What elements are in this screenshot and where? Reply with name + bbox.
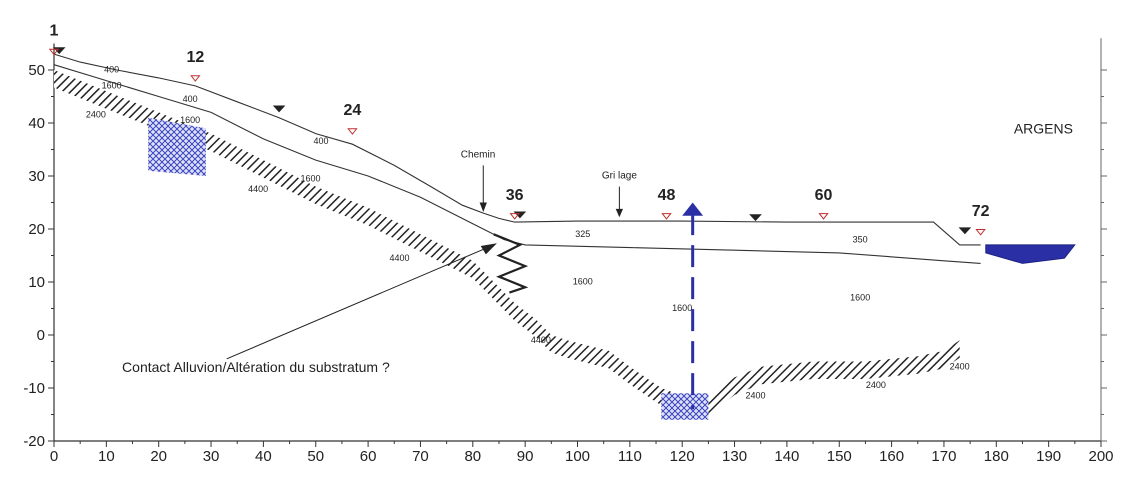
borehole-arrow-head (682, 202, 704, 216)
shot-point-label: 60 (815, 187, 833, 204)
x-tick-label: 100 (565, 448, 590, 465)
contact-zigzag (493, 233, 529, 294)
x-tick-label: 10 (98, 448, 115, 465)
velocity-label: 1600 (300, 173, 320, 183)
chemin-label: Chemin (461, 149, 495, 160)
x-tick-label: 180 (984, 448, 1009, 465)
x-tick-label: 90 (517, 448, 534, 465)
y-tick-label: 0 (37, 327, 45, 344)
grillage-label: Gri lage (602, 171, 637, 182)
shot-point-marker (190, 75, 201, 82)
velocity-label: 4400 (389, 253, 409, 263)
shot-point-label: 24 (343, 102, 361, 119)
y-tick-label: 50 (28, 62, 45, 79)
velocity-interface-line (53, 64, 981, 264)
x-tick-label: 120 (670, 448, 695, 465)
x-tick-label: 160 (879, 448, 904, 465)
ground-surface-line (53, 53, 981, 246)
chemin-arrow-head (479, 202, 487, 212)
y-tick-label: 40 (28, 115, 45, 132)
velocity-label: 1600 (180, 115, 200, 125)
x-tick-label: 150 (827, 448, 852, 465)
y-tick-label: -20 (23, 433, 45, 450)
x-tick-label: 190 (1036, 448, 1061, 465)
y-tick-label: 30 (28, 168, 45, 185)
x-tick-label: 130 (722, 448, 747, 465)
contact-note: Contact Alluvion/Altération du substratu… (122, 359, 390, 375)
x-tick-label: 200 (1088, 448, 1113, 465)
x-tick-label: 50 (307, 448, 324, 465)
geophone-marker (749, 214, 762, 222)
shot-point-marker (975, 229, 986, 236)
velocity-label: 325 (575, 229, 590, 239)
velocity-label: 2400 (950, 361, 970, 371)
x-tick-label: 140 (774, 448, 799, 465)
velocity-label: 400 (104, 65, 119, 75)
velocity-label: 350 (853, 234, 868, 244)
x-tick-label: 170 (931, 448, 956, 465)
shot-point-marker (818, 213, 829, 220)
velocity-label: 4400 (248, 184, 268, 194)
velocity-label: 2400 (866, 380, 886, 390)
river-water (985, 244, 1076, 264)
velocity-label: 1600 (573, 277, 593, 287)
velocity-label: 1600 (102, 81, 122, 91)
x-tick-label: 110 (618, 448, 642, 465)
shot-point-label: 72 (972, 203, 990, 220)
x-tick-label: 80 (464, 448, 481, 465)
x-tick-label: 70 (412, 448, 429, 465)
grillage-arrow-head (615, 208, 623, 218)
x-tick-label: 30 (203, 448, 220, 465)
shot-point-label: 36 (506, 187, 524, 204)
y-tick-label: 20 (28, 221, 45, 238)
x-tick-label: 20 (150, 448, 167, 465)
velocity-label: 4400 (531, 335, 551, 345)
shot-point-marker (509, 213, 520, 220)
geophone-marker (958, 227, 972, 235)
contact-pointer-head (480, 243, 497, 255)
velocity-label: 1600 (672, 303, 692, 313)
velocity-label: 1600 (850, 293, 870, 303)
x-tick-label: 0 (50, 448, 58, 465)
river-label: ARGENS (1014, 121, 1073, 137)
shot-point-label: 12 (186, 49, 204, 66)
velocity-label: 2400 (86, 110, 106, 120)
blue-crosshatch-zone-upper (148, 117, 206, 176)
velocity-label: 400 (183, 94, 198, 104)
shot-point-marker (347, 128, 358, 135)
shot-point-label: 48 (658, 187, 676, 204)
shot-point-marker (661, 213, 672, 220)
contact-pointer-line (226, 244, 494, 360)
y-tick-label: 10 (28, 274, 45, 291)
velocity-label: 400 (313, 136, 328, 146)
y-tick-label: -10 (23, 380, 45, 397)
velocity-label: 2400 (745, 391, 765, 401)
shot-point-label: 1 (50, 23, 59, 40)
x-tick-label: 60 (360, 448, 377, 465)
geophone-marker (272, 105, 286, 113)
shot-point-marker (48, 48, 60, 56)
x-tick-label: 40 (255, 448, 272, 465)
blue-crosshatch-zone-lower (661, 393, 709, 420)
